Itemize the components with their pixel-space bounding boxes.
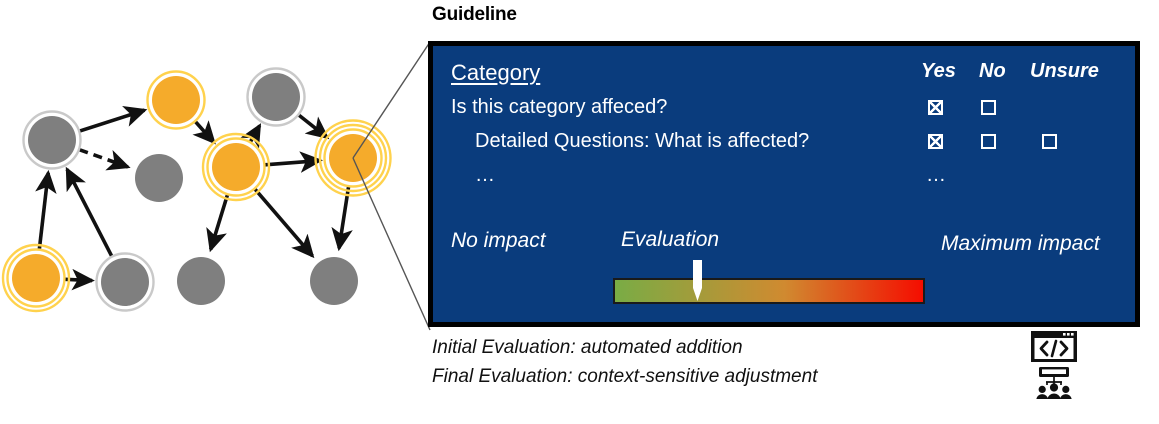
- node-ring: [246, 67, 306, 127]
- node-core: [12, 254, 60, 302]
- node-core: [135, 154, 183, 202]
- category-heading: Category: [451, 60, 541, 85]
- node-grey-bottom-center[interactable]: [177, 257, 225, 305]
- graph-edge: [78, 148, 131, 171]
- node-grey-upper-right[interactable]: [246, 67, 306, 127]
- graph-edge: [35, 169, 57, 250]
- node-ring: [95, 252, 155, 312]
- zoom-connector-lines: [352, 41, 431, 331]
- node-grey-center-left[interactable]: [135, 154, 183, 202]
- node-orange-bottom-left[interactable]: [1, 243, 71, 313]
- graph-edge: [192, 120, 216, 145]
- node-ring: [1, 243, 71, 313]
- graph-edges: [35, 106, 353, 291]
- graph-edge: [65, 166, 114, 258]
- node-ring: [314, 119, 392, 197]
- question-row-1-label: Is this category affeced?: [451, 96, 668, 118]
- node-core: [101, 258, 149, 306]
- node-ring: [206, 137, 266, 197]
- column-header-no: No: [979, 60, 1006, 82]
- ellipsis-questions: …: [475, 164, 498, 186]
- slider-title: Evaluation: [621, 228, 720, 251]
- column-header-yes: Yes: [921, 60, 956, 82]
- node-ring: [6, 248, 66, 308]
- node-core: [28, 116, 76, 164]
- impact-slider-handle[interactable]: [692, 260, 703, 302]
- column-header-unsure: Unsure: [1030, 60, 1099, 82]
- node-ring: [323, 128, 383, 188]
- graph-edge: [206, 194, 230, 253]
- checkbox-row1-yes[interactable]: [928, 100, 943, 115]
- impact-slider-track[interactable]: [613, 278, 925, 304]
- ellipsis-answers: …: [926, 164, 949, 186]
- node-core: [252, 73, 300, 121]
- node-grey-bottom-left[interactable]: [95, 252, 155, 312]
- node-core: [152, 76, 200, 124]
- graph-edge: [79, 106, 148, 133]
- note-final-evaluation: Final Evaluation: context-sensitive adju…: [432, 366, 818, 387]
- graph-edge: [264, 151, 323, 173]
- note-initial-evaluation: Initial Evaluation: automated addition: [432, 337, 743, 358]
- checkbox-row2-yes[interactable]: [928, 134, 943, 149]
- code-window-icon: [1031, 331, 1077, 362]
- node-ring: [22, 110, 82, 170]
- guideline-panel: Category Is this category affeced? Detai…: [428, 41, 1140, 327]
- graph-edge: [297, 113, 330, 140]
- team-presentation-icon: [1036, 367, 1072, 399]
- node-core: [310, 257, 358, 305]
- slider-max-label: Maximum impact: [941, 232, 1100, 255]
- guideline-title: Guideline: [432, 4, 517, 25]
- node-core: [212, 143, 260, 191]
- node-ring: [318, 123, 388, 193]
- node-ring: [201, 132, 271, 202]
- node-ring: [146, 70, 206, 130]
- checkbox-row1-no[interactable]: [981, 100, 996, 115]
- checkbox-row2-no[interactable]: [981, 134, 996, 149]
- node-grey-bottom-right[interactable]: [310, 257, 358, 305]
- node-grey-upper-left[interactable]: [22, 110, 82, 170]
- graph-edge: [331, 186, 353, 252]
- node-core: [177, 257, 225, 305]
- graph-edge: [253, 187, 315, 259]
- checkbox-row2-unsure[interactable]: [1042, 134, 1057, 149]
- question-row-2-label: Detailed Questions: What is affected?: [475, 130, 810, 152]
- node-orange-top[interactable]: [146, 70, 206, 130]
- slider-min-label: No impact: [451, 229, 546, 252]
- node-orange-middle[interactable]: [201, 132, 271, 202]
